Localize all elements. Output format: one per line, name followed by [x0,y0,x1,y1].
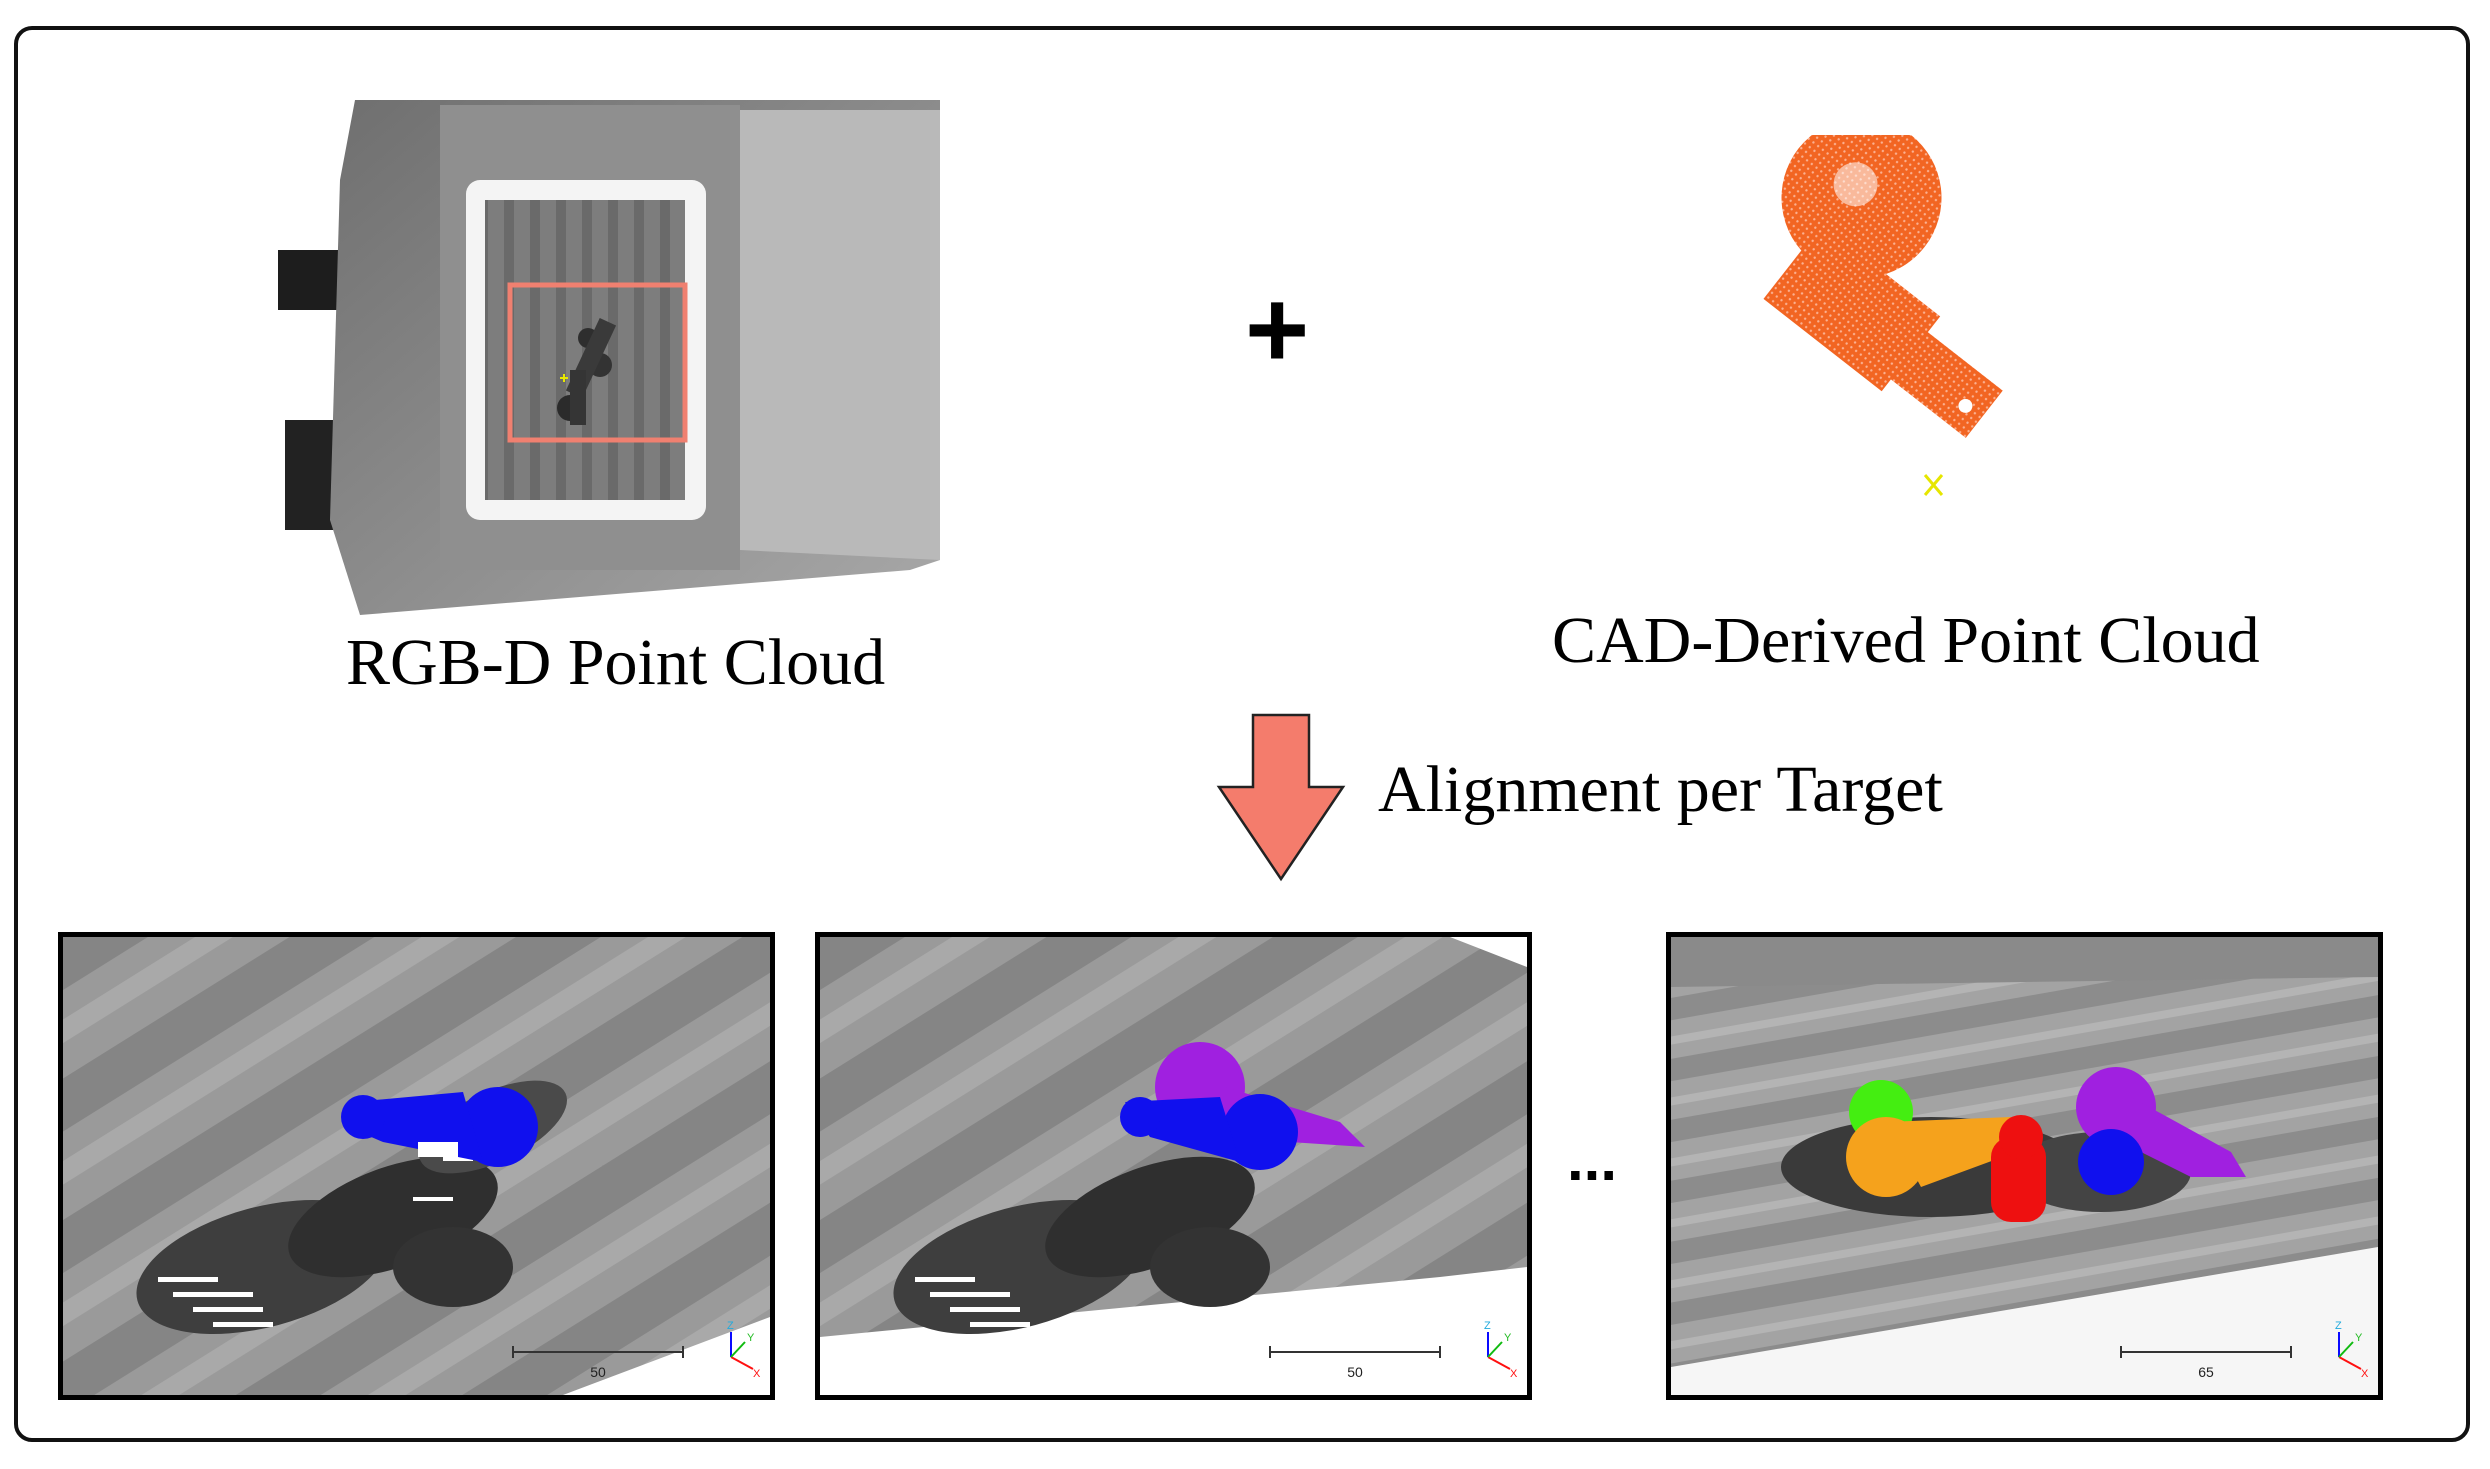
alignment-panel-3: 65 Z Y X [1666,932,2383,1400]
axes-icon: Z Y X [1484,1320,1518,1380]
figure-frame [14,26,2470,1442]
down-arrow-icon [1216,713,1346,882]
svg-text:Y: Y [1504,1332,1512,1344]
alignment-label: Alignment per Target [1378,753,1943,826]
alignment-panel-2: 50 Z Y X [815,932,1532,1400]
svg-text:Y: Y [2355,1332,2363,1344]
svg-text:Z: Z [2335,1320,2342,1332]
panel-3-scale-value: 65 [2198,1364,2214,1380]
rgbd-label: RGB-D Point Cloud [346,626,886,699]
panel-3-scene: 65 Z Y X [1671,937,2378,1395]
rgbd-point-cloud-image [278,100,940,615]
svg-text:Z: Z [727,1320,734,1332]
svg-text:Y: Y [747,1332,755,1344]
panel-2-scale-value: 50 [1347,1364,1363,1380]
cad-label: CAD-Derived Point Cloud [1552,604,2260,677]
panel-1-scene: 50 Z Y X [63,937,770,1395]
axes-icon: Z Y X [727,1320,761,1380]
svg-text:X: X [2361,1368,2369,1380]
axes-icon: Z Y X [2335,1320,2369,1380]
svg-text:Z: Z [1484,1320,1491,1332]
plus-sign: + [1245,268,1310,391]
svg-text:X: X [1510,1368,1518,1380]
svg-text:X: X [753,1368,761,1380]
alignment-panel-1: 50 Z Y X [58,932,775,1400]
panel-2-scene: 50 Z Y X [820,937,1527,1395]
ellipsis: ... [1567,1126,1618,1193]
panel-1-scale-value: 50 [590,1364,606,1380]
cad-point-cloud-image [1763,135,2003,496]
